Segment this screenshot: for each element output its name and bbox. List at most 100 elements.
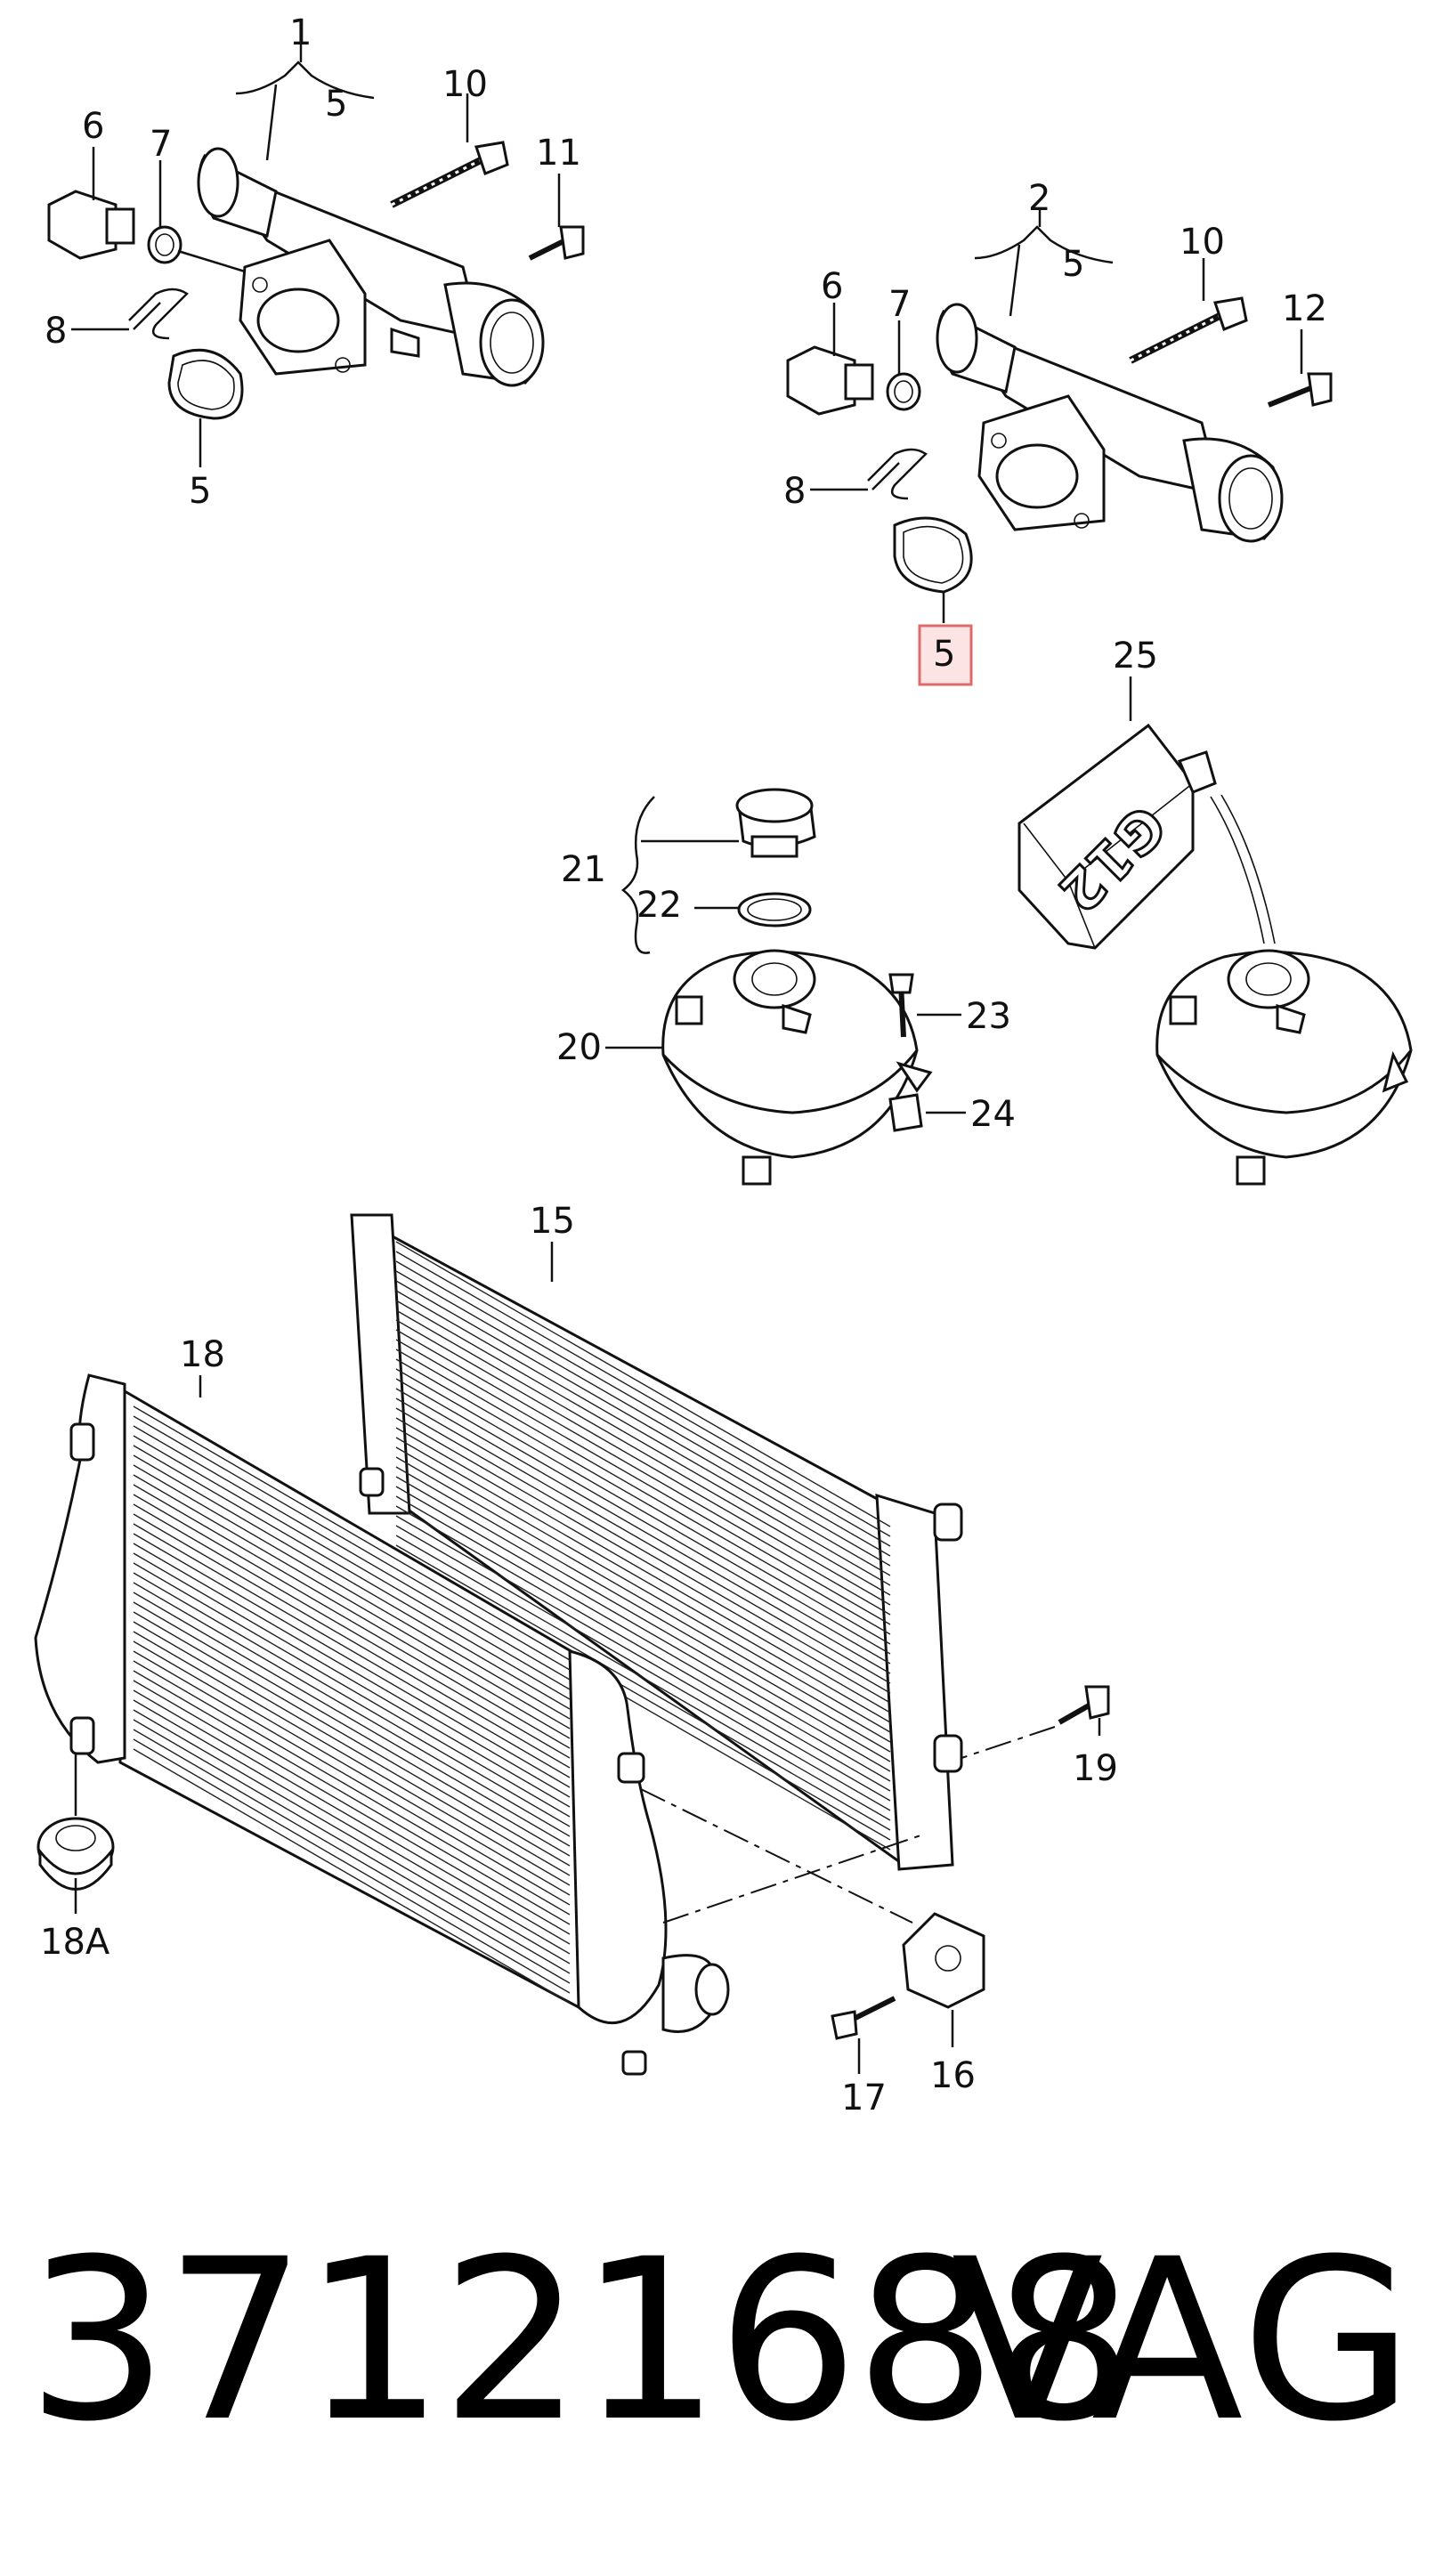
- fin-line: [395, 1417, 891, 1704]
- fin-line: [133, 1415, 571, 1671]
- callout-1: 1: [289, 12, 312, 53]
- fin-line: [395, 1427, 891, 1713]
- fin-line: [395, 1349, 891, 1635]
- fin-line: [395, 1329, 891, 1616]
- callout-2: 2: [1028, 178, 1050, 219]
- fin-line: [395, 1515, 891, 1802]
- fin-line: [395, 1446, 891, 1733]
- fin-line: [133, 1405, 571, 1661]
- fin-line: [395, 1260, 891, 1547]
- fin-line: [395, 1544, 891, 1831]
- fin-line: [133, 1670, 571, 1925]
- fin-line: [133, 1533, 571, 1788]
- callout-5b[interactable]: 5: [933, 634, 955, 675]
- callout-15: 15: [530, 1201, 575, 1242]
- fin-line: [395, 1407, 891, 1694]
- callout-labels: 1 5 6 7 8 5 10 11 2 5 6 7 8 5 10 12 25 2…: [40, 12, 1327, 2118]
- fin-line: [133, 1689, 571, 1945]
- parts-diagram: G12: [34, 12, 1413, 2118]
- small-parts: [36, 1685, 1110, 2074]
- callout-17: 17: [841, 2078, 887, 2118]
- fin-line: [395, 1486, 891, 1772]
- fin-line: [395, 1358, 891, 1645]
- fin-line: [395, 1535, 891, 1821]
- fin-line: [133, 1650, 571, 1906]
- callout-10a: 10: [442, 64, 488, 105]
- fin-line: [133, 1425, 571, 1681]
- fin-line: [133, 1621, 571, 1876]
- fin-line: [395, 1388, 891, 1674]
- fin-line: [395, 1319, 891, 1606]
- fin-line: [133, 1572, 571, 1827]
- callout-7a: 7: [150, 124, 172, 165]
- fin-line: [395, 1251, 891, 1537]
- fin-line: [395, 1437, 891, 1723]
- part-number: 37121688: [27, 2211, 1134, 2470]
- fin-line: [395, 1495, 891, 1782]
- callout-10b: 10: [1180, 222, 1225, 263]
- callout-6a: 6: [82, 106, 104, 147]
- callout-25: 25: [1113, 636, 1158, 676]
- fin-line: [395, 1505, 891, 1792]
- callout-8a: 8: [45, 311, 67, 352]
- footer: 37121688 VAG: [27, 2207, 1415, 2475]
- callout-23: 23: [966, 996, 1011, 1037]
- coolant-flange-assembly-1: [47, 45, 585, 467]
- fin-line: [395, 1456, 891, 1743]
- fin-line: [133, 1729, 571, 1984]
- callout-24: 24: [970, 1094, 1016, 1135]
- fin-line: [395, 1476, 891, 1762]
- fin-line: [133, 1748, 571, 2004]
- fin-line: [133, 1719, 571, 1974]
- callout-7b: 7: [888, 284, 911, 325]
- callout-2-5: 5: [1062, 244, 1084, 285]
- fin-line: [395, 1300, 891, 1586]
- fin-line: [395, 1378, 891, 1665]
- fin-line: [133, 1474, 571, 1729]
- fin-line: [133, 1640, 571, 1896]
- expansion-tank: [605, 788, 966, 1186]
- callout-16: 16: [930, 2055, 976, 2096]
- fin-line: [133, 1709, 571, 1964]
- callout-6b: 6: [821, 266, 843, 307]
- callout-12: 12: [1282, 288, 1327, 329]
- coolant-bottle: G12: [1017, 676, 1413, 1186]
- callout-5a: 5: [189, 471, 211, 512]
- fin-line: [395, 1309, 891, 1596]
- radiator-15: [350, 1213, 963, 1871]
- fin-line: [133, 1738, 571, 1994]
- callout-8b: 8: [783, 471, 806, 512]
- fin-line: [133, 1552, 571, 1808]
- fin-line: [133, 1699, 571, 1955]
- callout-19: 19: [1073, 1748, 1118, 1789]
- callout-1-5: 5: [325, 84, 347, 125]
- fin-line: [133, 1494, 571, 1749]
- fin-line: [133, 1582, 571, 1837]
- callout-21: 21: [561, 849, 606, 890]
- fin-line: [133, 1513, 571, 1769]
- fin-line: [133, 1562, 571, 1818]
- fin-line: [395, 1290, 891, 1576]
- callout-11: 11: [536, 133, 581, 174]
- fin-line: [133, 1464, 571, 1720]
- fin-line: [133, 1523, 571, 1778]
- fin-line: [133, 1592, 571, 1847]
- fin-line: [133, 1454, 571, 1710]
- fin-line: [133, 1631, 571, 1886]
- fin-line: [133, 1660, 571, 1916]
- fin-line: [133, 1680, 571, 1935]
- fin-line: [395, 1280, 891, 1567]
- callout-18a: 18A: [40, 1922, 110, 1963]
- fin-line: [133, 1445, 571, 1700]
- fin-line: [395, 1270, 891, 1557]
- fin-line: [133, 1435, 571, 1690]
- highlighted-callout-box[interactable]: [918, 624, 973, 686]
- fin-line: [133, 1484, 571, 1739]
- fin-line: [395, 1466, 891, 1753]
- fin-line: [395, 1368, 891, 1655]
- fin-line: [395, 1339, 891, 1625]
- fin-line: [395, 1525, 891, 1811]
- callout-22: 22: [636, 885, 682, 926]
- fin-line: [133, 1601, 571, 1857]
- coolant-flange-assembly-2: [786, 209, 1333, 623]
